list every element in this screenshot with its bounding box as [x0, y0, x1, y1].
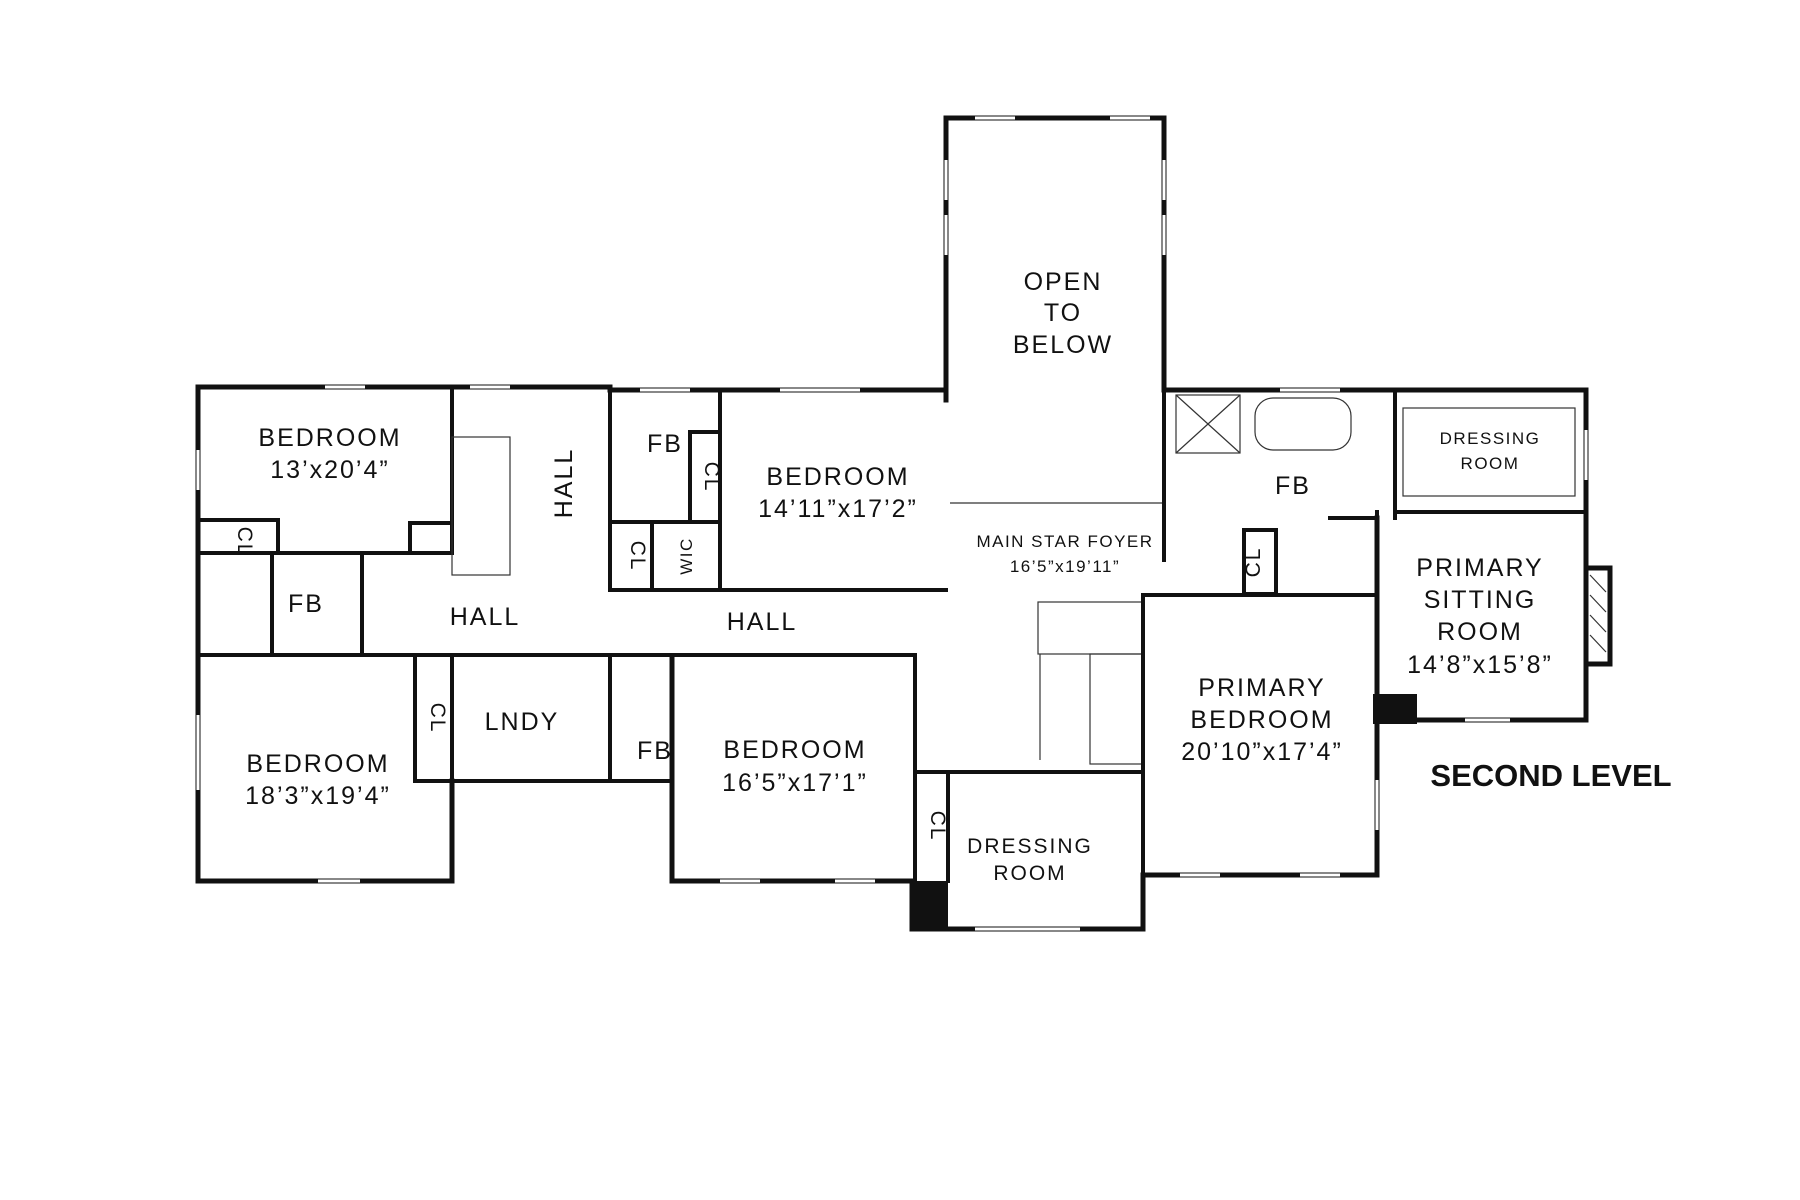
bedroom-nw-name: BEDROOM: [258, 424, 401, 452]
dressing-ne-line-2: ROOM: [1461, 454, 1520, 473]
bedroom-n-dims: 14’11”x17’2”: [758, 495, 918, 523]
closet-n-label: CL: [700, 462, 723, 493]
primary-sitting-name-3: ROOM: [1437, 618, 1523, 646]
open-to-below-line-3: BELOW: [1013, 331, 1113, 359]
column-block: [1373, 694, 1417, 724]
closet-n2-label: CL: [626, 541, 649, 572]
primary-bedroom-dims: 20’10”x17’4”: [1181, 738, 1343, 766]
dressing-ne-line-1: DRESSING: [1440, 429, 1541, 448]
primary-sitting-dims: 14’8”x15’8”: [1407, 651, 1553, 679]
dressing-s-line-1: DRESSING: [967, 835, 1093, 858]
fb-west-label: FB: [288, 590, 324, 618]
hall-west-label: HALL: [450, 603, 521, 631]
windows: [196, 116, 1588, 931]
foyer-dims: 16’5”x19’11”: [1010, 557, 1120, 576]
open-to-below-line-2: TO: [1044, 299, 1082, 327]
closet-primary-label: CL: [1242, 547, 1265, 578]
bedroom-sw-name: BEDROOM: [246, 750, 389, 778]
hall-vertical-label: HALL: [550, 448, 578, 519]
fb-south-label: FB: [637, 737, 673, 765]
closet-s-label: CL: [926, 811, 949, 842]
primary-sitting-name-2: SITTING: [1424, 586, 1537, 614]
closet-nw-label: CL: [233, 527, 256, 558]
primary-bedroom-name-1: PRIMARY: [1198, 674, 1325, 702]
dressing-s-line-2: ROOM: [993, 862, 1066, 885]
interior-walls: [196, 385, 1588, 883]
room-labels: OPEN TO BELOW MAIN STAR FOYER 16’5”x19’1…: [233, 268, 1672, 885]
bedroom-n-name: BEDROOM: [766, 463, 909, 491]
laundry-label: LNDY: [485, 708, 560, 736]
bedroom-nw-dims: 13’x20’4”: [270, 456, 389, 484]
walk-in-closet-label: WIC: [677, 537, 696, 575]
column-block: [912, 881, 948, 931]
bedroom-s-dims: 16’5”x17’1”: [722, 769, 868, 797]
hall-center-label: HALL: [727, 608, 798, 636]
bedroom-s-name: BEDROOM: [723, 736, 866, 764]
fb-primary-label: FB: [1275, 472, 1311, 500]
open-to-below-line-1: OPEN: [1024, 268, 1103, 296]
primary-sitting-name-1: PRIMARY: [1416, 554, 1543, 582]
fb-north-label: FB: [647, 430, 683, 458]
level-title: SECOND LEVEL: [1430, 758, 1671, 793]
foyer-name: MAIN STAR FOYER: [976, 532, 1153, 551]
bedroom-sw-dims: 18’3”x19’4”: [245, 782, 391, 810]
closet-sw-label: CL: [426, 703, 449, 734]
primary-bedroom-name-2: BEDROOM: [1190, 706, 1333, 734]
